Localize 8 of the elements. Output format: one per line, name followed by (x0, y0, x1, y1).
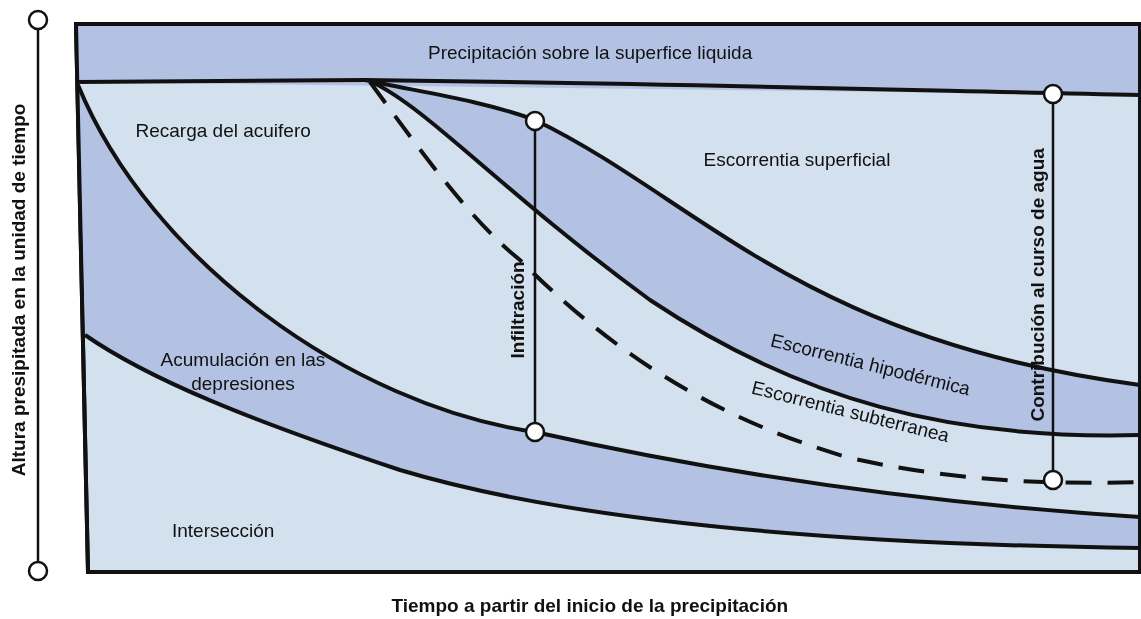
region-label: Recarga del acuifero (135, 119, 311, 143)
axis-title: Altura presipitada en la unidad de tiempo (6, 103, 30, 477)
region-label: Intersección (172, 519, 275, 543)
region-label: Precipitación sobre la superfice liquida (428, 41, 753, 65)
dimension-label: Infiltración (505, 261, 529, 359)
region-label: Acumulación en las depresiones (159, 348, 327, 396)
axis-title: Tiempo a partir del inicio de la precipitación (391, 594, 789, 618)
region-label: Escorrentia superficial (703, 148, 891, 172)
